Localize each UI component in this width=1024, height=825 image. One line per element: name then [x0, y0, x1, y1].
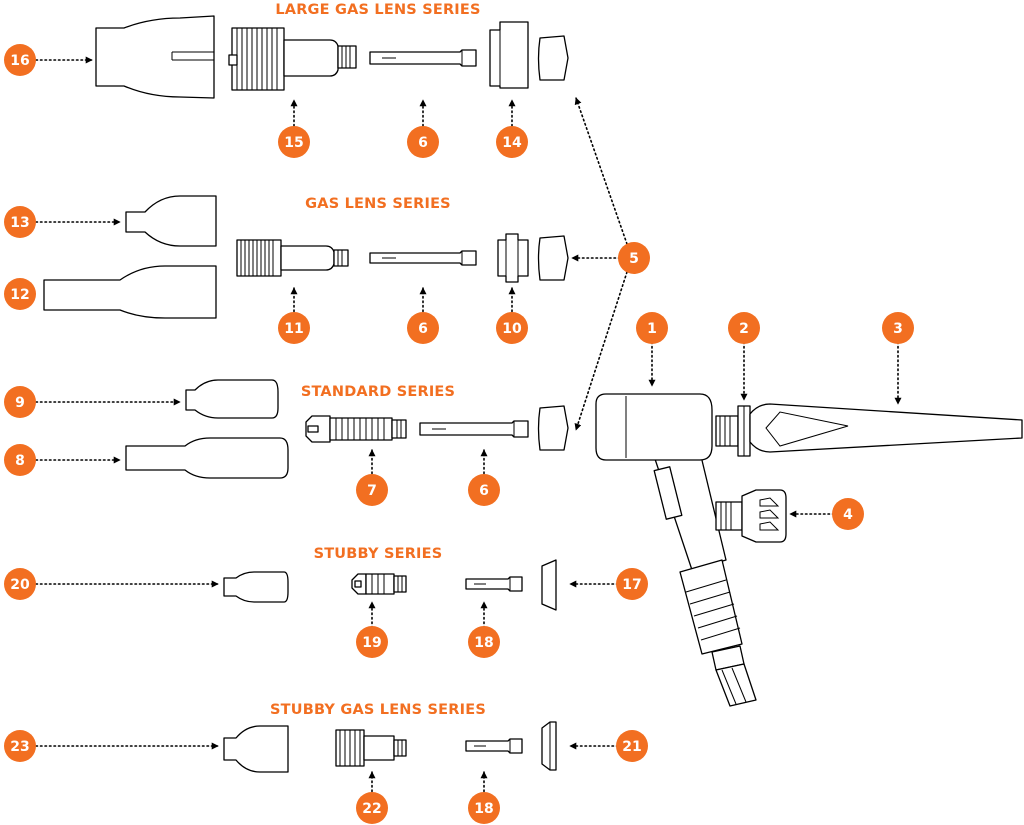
callout-17: 17	[616, 568, 648, 600]
part-stubby-back-cap	[541, 559, 557, 611]
callout-8: 8	[4, 444, 36, 476]
svg-text:2: 2	[739, 321, 749, 337]
svg-text:10: 10	[502, 321, 522, 337]
part-large-gas-lens-cup	[95, 15, 215, 99]
callout-6-gas-lens: 6	[407, 312, 439, 344]
callout-18-stubby-gas-lens: 18	[468, 792, 500, 824]
part-back-cap-gas-lens	[537, 235, 569, 281]
part-back-cap-large-gas-lens	[537, 35, 569, 81]
callout-12: 12	[4, 278, 36, 310]
svg-text:18: 18	[474, 635, 493, 651]
part-large-gas-lens-insulator	[489, 21, 529, 89]
part-stubby-cup	[223, 571, 289, 603]
part-large-gas-lens-body	[228, 27, 357, 91]
part-stubby-gas-lens-cup	[223, 725, 289, 773]
series-title-stubby: STUBBY SERIES	[314, 546, 443, 562]
part-gas-lens-cup-short	[125, 195, 217, 247]
callout-20: 20	[4, 568, 36, 600]
callout-3: 3	[882, 312, 914, 344]
callout-5: 5	[618, 242, 650, 274]
callout-6-large-gas-lens: 6	[407, 126, 439, 158]
svg-text:8: 8	[15, 453, 25, 469]
svg-text:13: 13	[10, 215, 29, 231]
callout-18-stubby: 18	[468, 626, 500, 658]
part-stubby-collet-body	[351, 573, 407, 595]
part-gas-lens-body	[236, 239, 349, 277]
callout-2: 2	[728, 312, 760, 344]
callout-6-standard: 6	[468, 474, 500, 506]
callout-11: 11	[278, 312, 310, 344]
svg-text:12: 12	[10, 287, 29, 303]
svg-text:7: 7	[367, 483, 377, 499]
svg-text:11: 11	[284, 321, 303, 337]
part-stubby-gas-lens-collet	[465, 738, 523, 754]
svg-text:16: 16	[10, 53, 29, 69]
callout-9: 9	[4, 386, 36, 418]
part-collet-standard	[419, 420, 529, 438]
svg-text:23: 23	[10, 739, 29, 755]
part-gas-lens-cup-long	[43, 265, 217, 319]
part-stubby-gas-lens-body	[335, 729, 407, 767]
svg-text:4: 4	[843, 507, 853, 523]
part-collet-large-gas-lens	[369, 49, 477, 67]
svg-text:5: 5	[629, 251, 639, 267]
callout-14: 14	[496, 126, 528, 158]
callout-4: 4	[832, 498, 864, 530]
part-standard-collet-body	[305, 415, 407, 443]
series-title-large-gas-lens: LARGE GAS LENS SERIES	[275, 2, 480, 18]
callout-16: 16	[4, 44, 36, 76]
svg-text:6: 6	[418, 135, 428, 151]
series-title-standard: STANDARD SERIES	[301, 384, 455, 400]
series-title-stubby-gas-lens: STUBBY GAS LENS SERIES	[270, 702, 486, 718]
leader-5-large-gas-lens	[574, 97, 628, 245]
part-short-back-cap	[715, 489, 787, 543]
part-torch-body	[595, 393, 757, 707]
callout-1: 1	[636, 312, 668, 344]
callout-23: 23	[4, 730, 36, 762]
callout-10: 10	[496, 312, 528, 344]
callout-22: 22	[356, 792, 388, 824]
callout-15: 15	[278, 126, 310, 158]
svg-text:22: 22	[362, 801, 381, 817]
svg-text:3: 3	[893, 321, 903, 337]
part-back-cap-o-ring	[715, 405, 751, 457]
svg-text:6: 6	[418, 321, 428, 337]
svg-text:15: 15	[284, 135, 303, 151]
part-stubby-gas-lens-back-cap	[541, 721, 557, 771]
callout-13: 13	[4, 206, 36, 238]
part-stubby-collet	[465, 576, 523, 592]
svg-text:6: 6	[479, 483, 489, 499]
leader-5-standard	[574, 271, 628, 431]
part-standard-cup-short	[185, 379, 279, 419]
svg-text:18: 18	[474, 801, 493, 817]
series-title-gas-lens: GAS LENS SERIES	[305, 196, 451, 212]
svg-text:17: 17	[622, 577, 641, 593]
svg-text:1: 1	[647, 321, 657, 337]
svg-text:20: 20	[10, 577, 30, 593]
svg-text:21: 21	[622, 739, 641, 755]
callout-badges: 16 15 6 14 13 12 11 6 10 5 1 2 3 4 9 8 7…	[4, 44, 914, 824]
callout-19: 19	[356, 626, 388, 658]
leader-lines	[35, 56, 902, 797]
svg-text:9: 9	[15, 395, 25, 411]
part-back-cap-standard	[537, 405, 569, 451]
part-long-back-cap	[749, 403, 1023, 453]
part-standard-cup-long	[125, 437, 289, 479]
part-collet-gas-lens	[369, 250, 477, 266]
callout-21: 21	[616, 730, 648, 762]
svg-text:19: 19	[362, 635, 381, 651]
svg-text:14: 14	[502, 135, 522, 151]
part-gas-lens	[497, 233, 529, 283]
callout-7: 7	[356, 474, 388, 506]
